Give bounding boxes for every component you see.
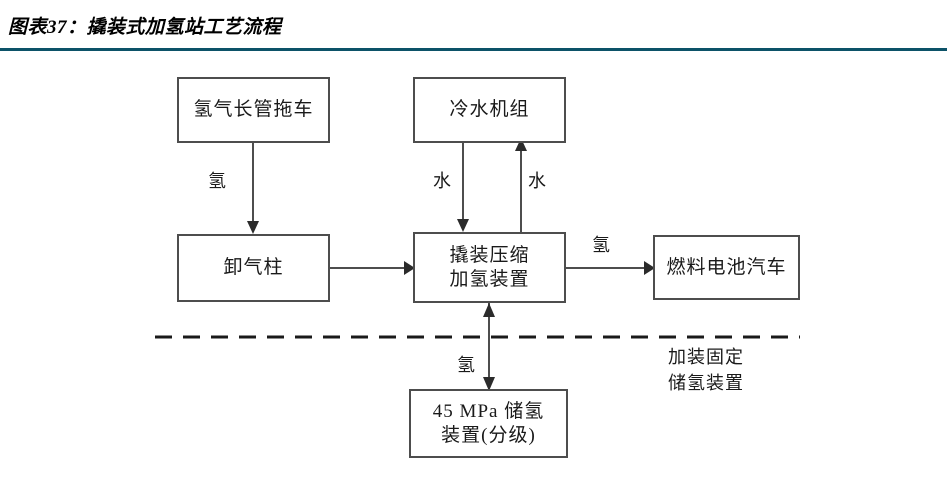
node-hydrogen-tube-trailer[interactable]: 氢气长管拖车 <box>177 77 330 143</box>
annotation-line1: 加装固定 <box>668 347 744 367</box>
edge-skid-to-chiller <box>515 138 527 232</box>
edge-storage-to-skid <box>483 303 495 391</box>
node-unloading-column[interactable]: 卸气柱 <box>177 234 330 302</box>
edge-chiller-to-skid <box>457 143 469 232</box>
annotation-line2: 储氢装置 <box>668 373 744 394</box>
edge-label-water-supply: 水 <box>433 171 452 191</box>
edge-label-hydrogen-vehicle: 氢 <box>592 235 611 255</box>
process-flow-diagram: 氢气长管拖车 冷水机组 卸气柱 撬装压缩 加氢装置 燃料电池汽车 45 MPa … <box>0 55 947 485</box>
node-skid-compression-refueling-unit[interactable]: 撬装压缩 加氢装置 <box>413 232 566 303</box>
edge-label-hydrogen-storage: 氢 <box>457 355 476 375</box>
page-title: 图表37：撬装式加氢站工艺流程 <box>8 17 282 38</box>
node-chiller-unit[interactable]: 冷水机组 <box>413 77 566 143</box>
node-trailer-label: 氢气长管拖车 <box>193 99 314 121</box>
node-storage-label-line2: 装置(分级) <box>441 424 536 446</box>
edge-label-water-return: 水 <box>528 171 547 191</box>
title-divider-rule <box>0 48 947 51</box>
edge-unloader-to-skid <box>330 261 415 275</box>
diagram-connectors <box>155 138 800 391</box>
node-fuel-cell-vehicle[interactable]: 燃料电池汽车 <box>653 235 800 300</box>
node-hydrogen-storage-45mpa[interactable]: 45 MPa 储氢 装置(分级) <box>409 389 568 458</box>
node-vehicle-label: 燃料电池汽车 <box>666 256 787 278</box>
edge-skid-to-vehicle <box>566 261 655 275</box>
node-unloader-label: 卸气柱 <box>223 257 284 279</box>
edge-label-hydrogen-trailer: 氢 <box>208 171 227 191</box>
node-chiller-label: 冷水机组 <box>449 99 530 121</box>
node-storage-label-line1: 45 MPa 储氢 <box>432 400 545 422</box>
edge-trailer-to-unloader <box>247 143 259 234</box>
node-skid-label-line2: 加氢装置 <box>449 268 530 290</box>
annotation-fixed-storage: 加装固定 储氢装置 <box>668 344 744 396</box>
node-skid-label-line1: 撬装压缩 <box>449 244 530 266</box>
